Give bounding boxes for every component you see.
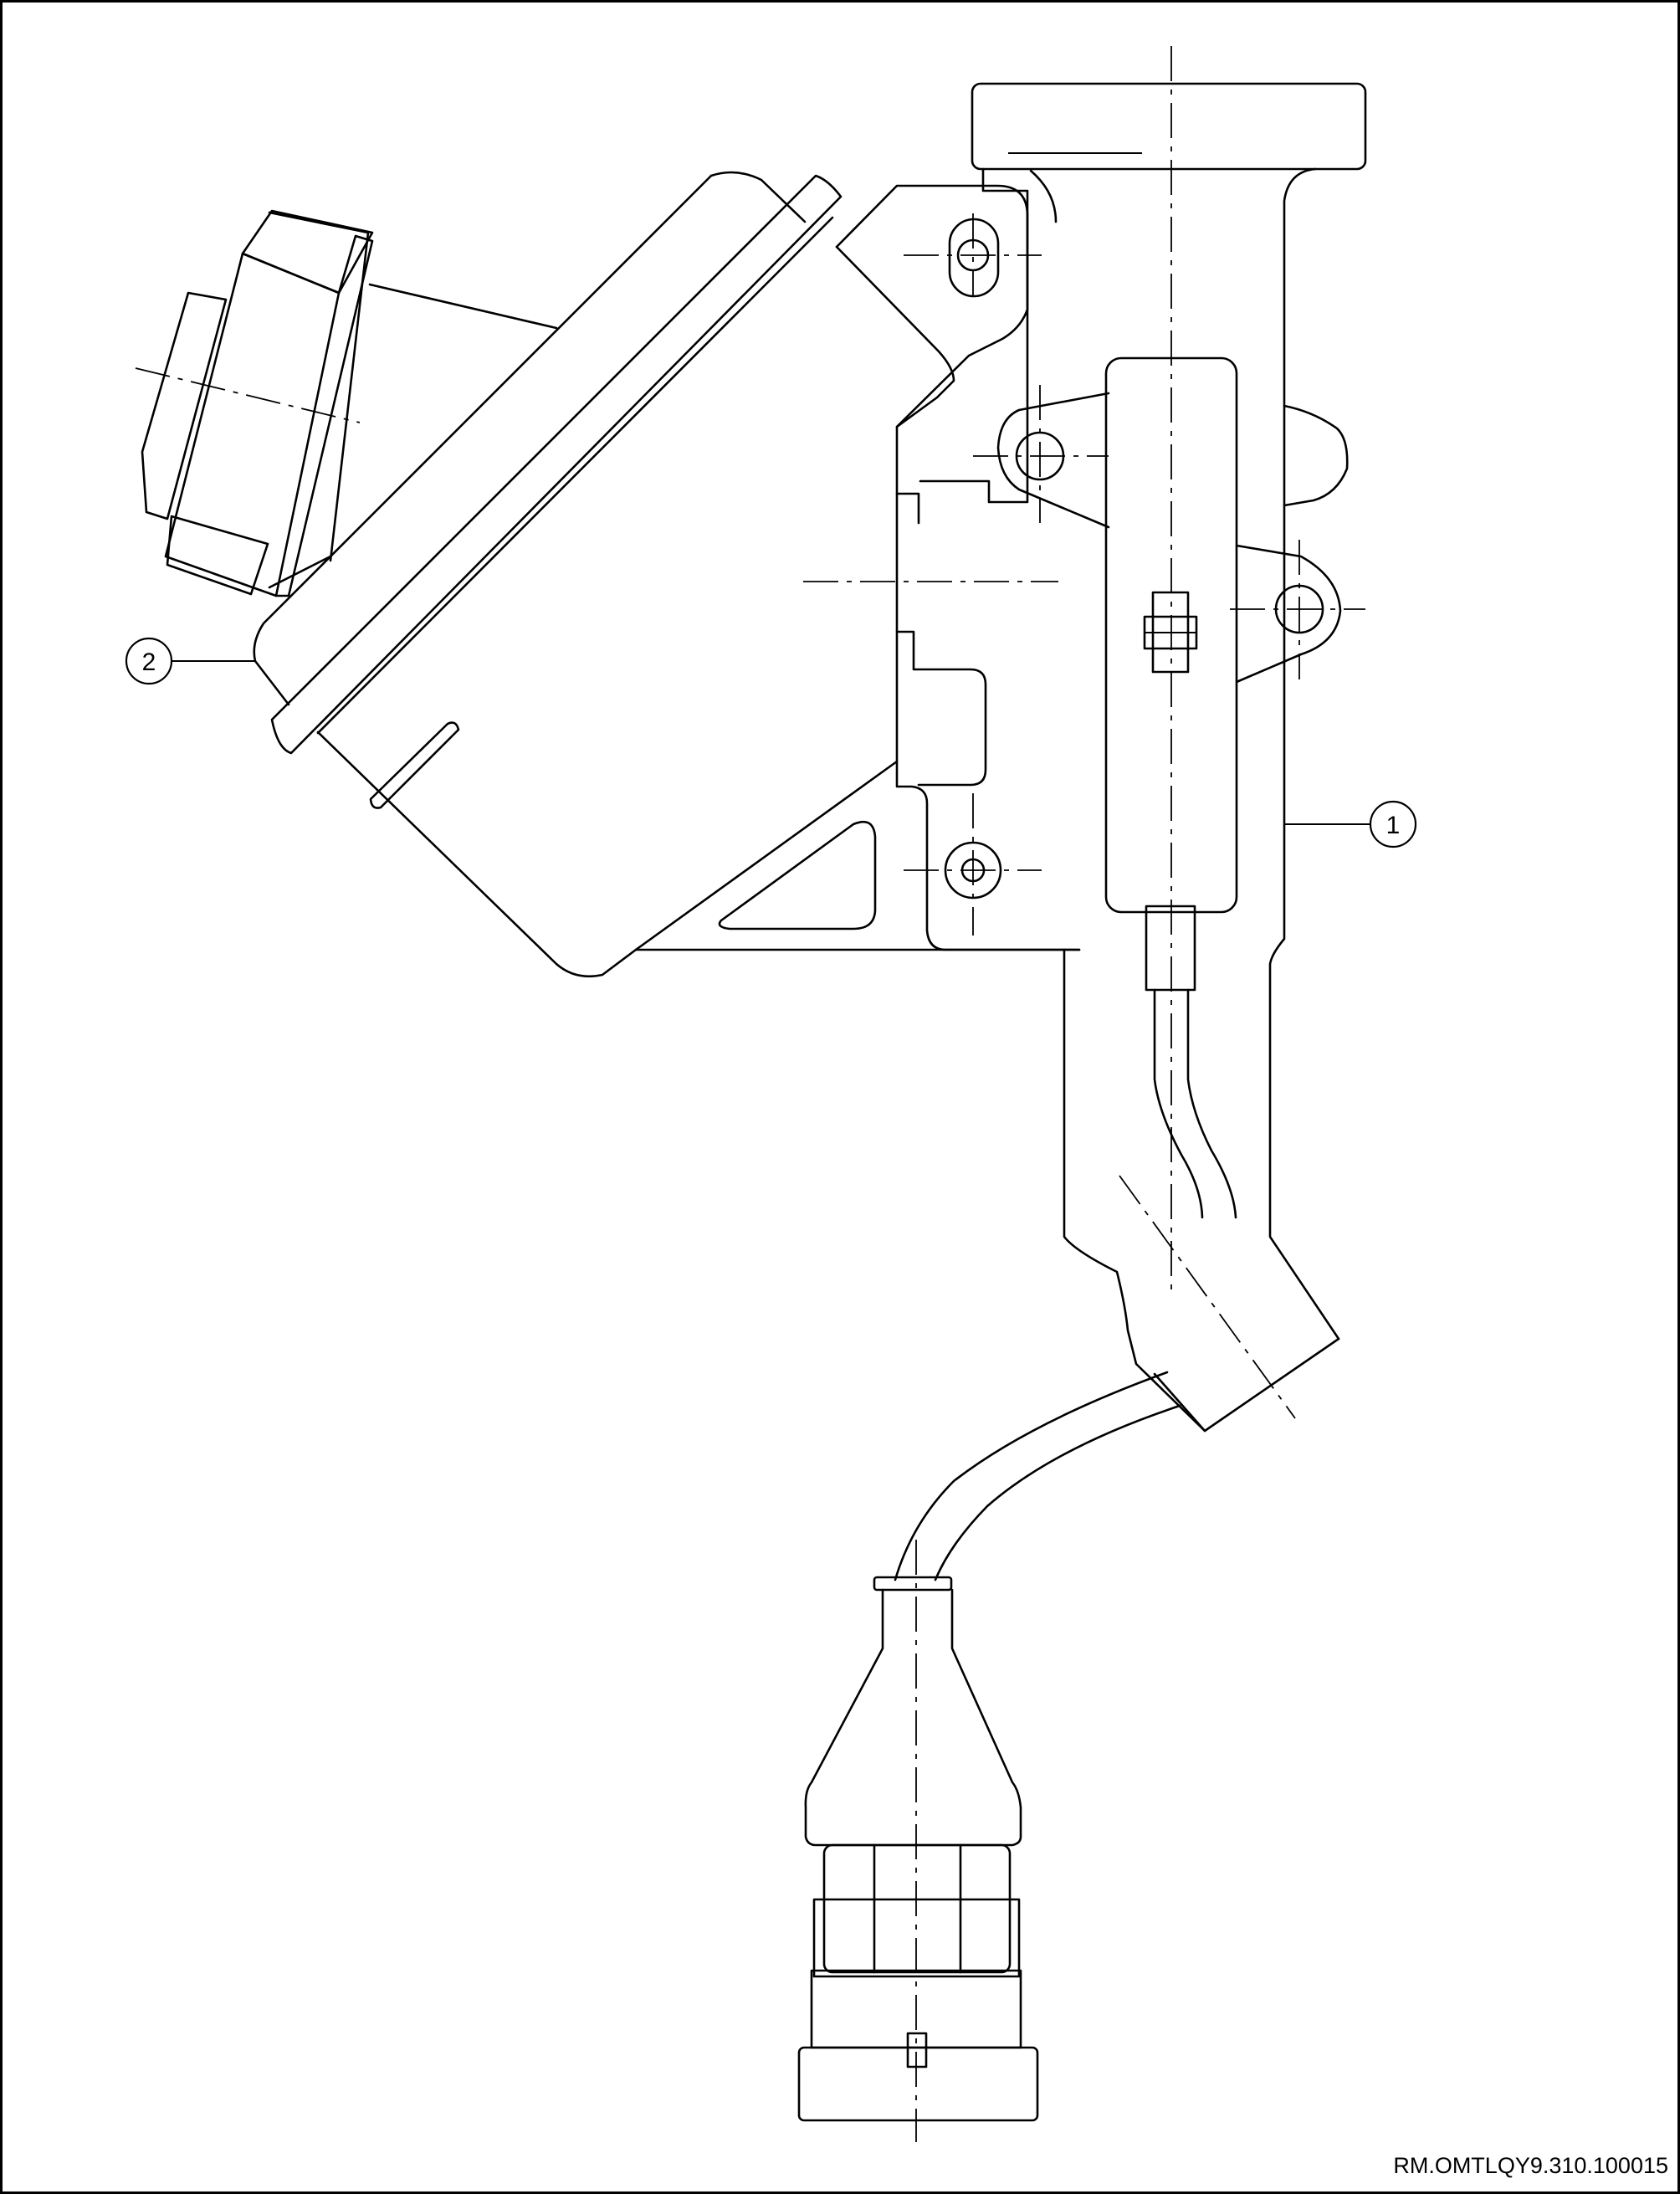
sensor-right-tab	[1235, 544, 1342, 684]
cable-gland	[1145, 905, 1196, 992]
tank-upper-left	[253, 174, 713, 706]
connector-boot	[804, 1588, 1022, 1847]
cap-ring	[270, 174, 843, 755]
wire-a	[1153, 988, 1204, 1219]
callout-1-circle	[1369, 800, 1417, 848]
connector-base	[797, 2046, 1039, 2122]
flange-lip	[1029, 169, 1058, 223]
bracket-left-edge	[835, 184, 1081, 951]
tank-lower	[316, 730, 638, 978]
callout-2-circle	[125, 637, 173, 685]
step-cutout-a	[895, 492, 920, 525]
tank-top	[709, 171, 807, 223]
connector-latch	[906, 2032, 928, 2068]
cap-connector-top	[368, 283, 558, 330]
right-bump	[1283, 404, 1349, 507]
step-cutout-b	[895, 630, 987, 787]
connector-body	[822, 1843, 1012, 1974]
cap-base	[166, 515, 269, 596]
body-left-upper	[919, 167, 1029, 504]
wire-b	[1186, 988, 1237, 1219]
callout-1: 1	[1284, 800, 1417, 848]
spout-inner	[1153, 1372, 1206, 1433]
body-left-lower	[1063, 948, 1340, 1433]
callout-2: 2	[125, 637, 255, 685]
centerline-cap	[135, 367, 361, 423]
top-flange	[971, 82, 1367, 171]
cap-neck	[268, 555, 332, 589]
reference-code: RM.OMTLQY9.310.100015	[1393, 2153, 1668, 2178]
hose-inner	[934, 1404, 1181, 1581]
sensor-left-tab	[996, 392, 1110, 529]
tank-right-shoulder	[835, 245, 955, 428]
hose-connector	[797, 1371, 1181, 2122]
bracket-assembly	[634, 82, 1367, 1433]
centerline-spout	[1119, 1175, 1296, 1419]
hose-ferrule	[873, 1576, 953, 1592]
bracket-diagonal	[634, 760, 899, 951]
callout-1-label: 1	[1386, 812, 1401, 839]
callout-2-label: 2	[142, 648, 156, 676]
triangular-window	[718, 820, 877, 930]
reservoir-assembly	[141, 171, 955, 978]
hose-outer	[894, 1371, 1169, 1581]
centerlines	[135, 46, 1365, 2142]
cap-ring-inner	[316, 216, 834, 735]
cap-rim	[274, 234, 374, 597]
level-marker	[369, 721, 460, 809]
cap-stub	[141, 291, 228, 520]
sensor-assembly	[996, 356, 1342, 1219]
upper-slot	[948, 218, 1000, 298]
body-right-edge	[1268, 167, 1340, 1340]
